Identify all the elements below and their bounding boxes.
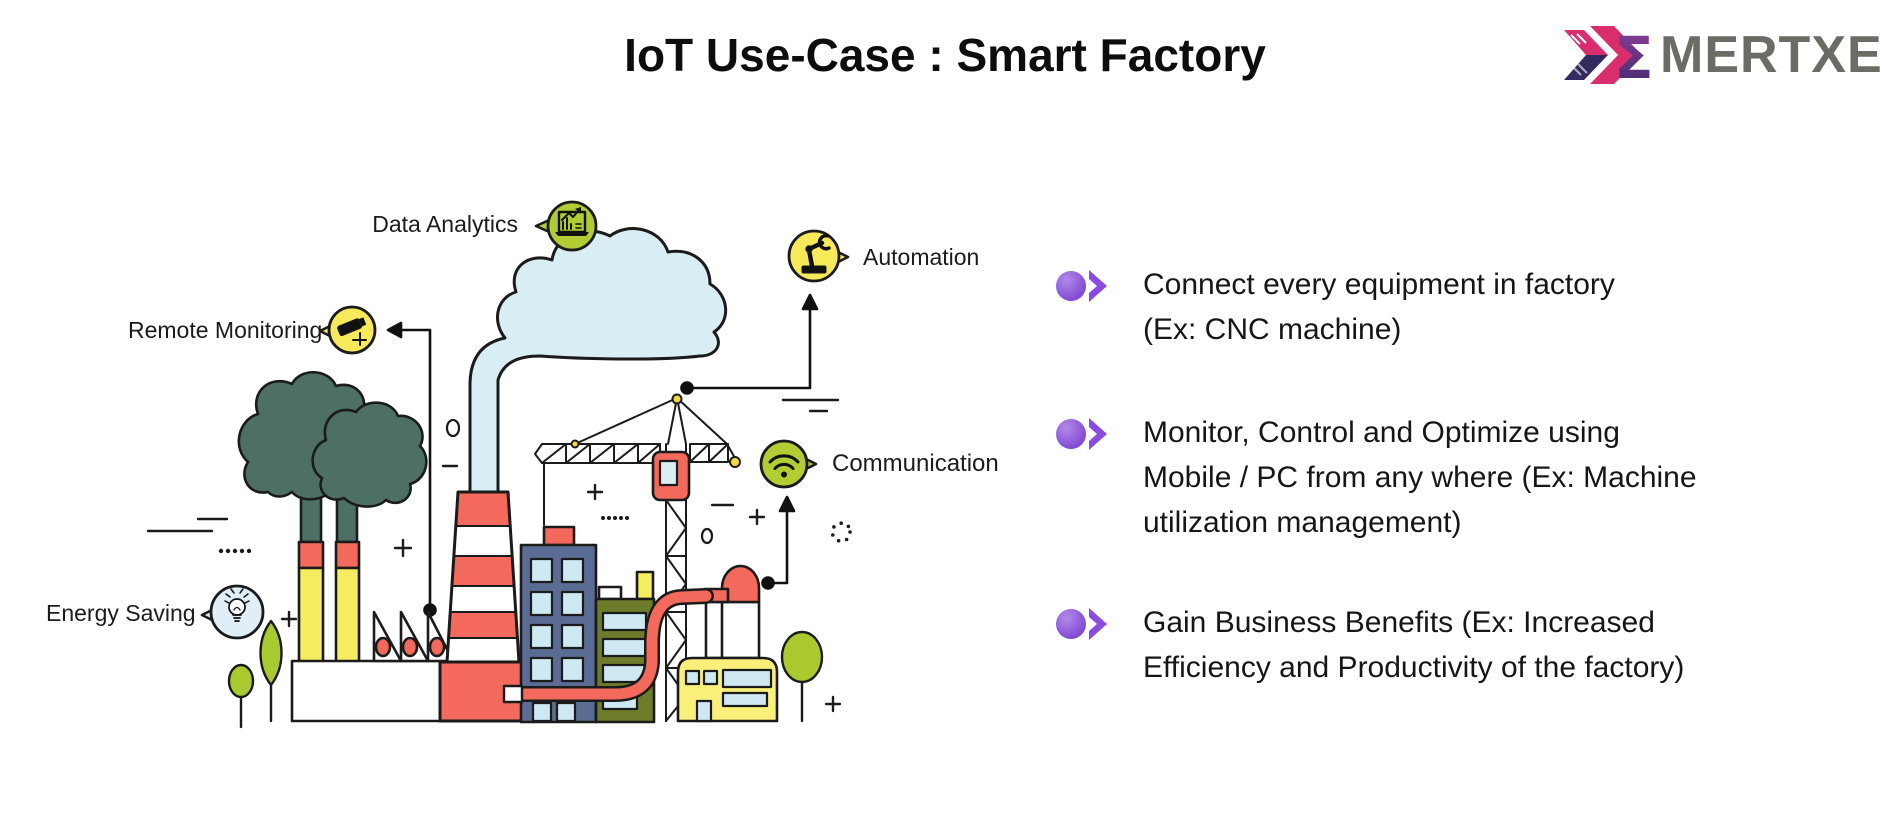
factory-window [428,636,446,658]
factory-window [401,636,419,658]
smoke-cloud [468,227,728,499]
communication-connector [766,508,789,585]
silo-building [703,564,761,660]
mertxe-logo-mark: Σ [1564,24,1654,86]
arrow-left-icon [386,321,403,339]
mertxe-logo: Σ MERTXE [1562,24,1883,86]
callout-label-remote-monitoring: Remote Monitoring [128,317,323,343]
bullet-text: Connect every equipment in factory (Ex: … [1143,268,1615,346]
factory-window [374,636,392,658]
page-title: IoT Use-Case : Smart Factory [624,29,1266,81]
bullet-item: Connect every equipment in factory (Ex: … [1056,262,1823,352]
factory-building [290,610,454,723]
round-tree [227,663,255,699]
logo-sigma-icon: Σ [1614,24,1654,86]
callout-label-energy-saving: Energy Saving [46,600,196,626]
callout-label-automation: Automation [863,244,980,270]
arrow-up-icon [801,293,819,311]
pointed-tree [259,619,283,687]
silo-dome [720,564,761,604]
automation-connector [685,306,812,390]
bullet-item: Gain Business Benefits (Ex: Increased Ef… [1056,600,1823,690]
arrow-up-icon [778,495,796,513]
smart-factory-illustration [146,200,852,729]
bullet-item: Monitor, Control and Optimize using Mobi… [1056,410,1823,545]
cctv-camera-icon [337,317,367,346]
light-bulb-icon [224,588,250,622]
bullet-marker-icon [1056,608,1107,640]
teal-tree-right [311,401,428,508]
bullet-marker-icon [1056,418,1107,450]
callout-remote-monitoring [318,305,377,355]
red-pipe [502,588,714,704]
crane-cab-window [658,459,679,487]
bullet-text: Gain Business Benefits (Ex: Increased Ef… [1143,606,1685,684]
round-tree [780,630,824,684]
callout-automation [787,229,850,283]
callout-label-data-analytics: Data Analytics [372,211,518,237]
wifi-icon [768,454,800,478]
logo-chevron-back-icon [1564,30,1608,80]
logo-chevron-front-icon [1590,26,1642,84]
bullet-text: Monitor, Control and Optimize using Mobi… [1143,416,1697,539]
callout-connectors [386,293,819,617]
factory-stacks [237,371,428,664]
green-trees [227,619,824,729]
yellow-building [676,656,779,723]
laptop-chart-icon [555,207,589,236]
callout-communication [759,439,818,489]
callout-data-analytics [534,200,598,252]
robot-arm-icon [801,234,831,274]
logo-wordmark: MERTXE [1660,26,1883,84]
bullet-marker-icon [1056,270,1107,302]
callout-label-communication: Communication [832,450,999,477]
callout-energy-saving [200,584,265,640]
blue-building [519,525,598,724]
remote-monitoring-connector [397,328,432,612]
decorative-marks [146,398,852,713]
striped-chimney [438,490,530,723]
